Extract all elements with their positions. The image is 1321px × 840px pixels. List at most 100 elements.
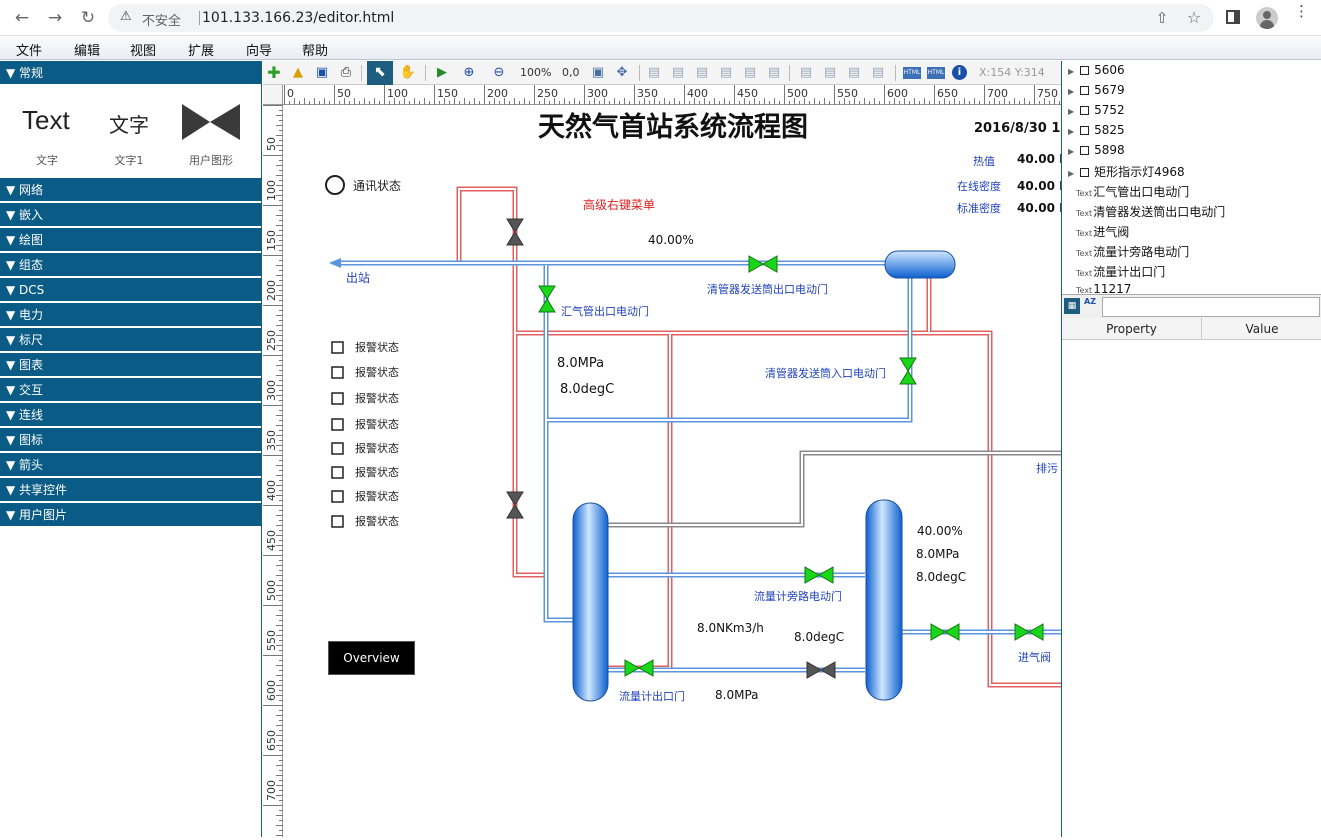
alarm-checkbox[interactable]	[331, 341, 344, 354]
export-html-icon[interactable]: HTML	[903, 67, 921, 79]
tree-item-label: 清管器发送筒出口电动门	[1093, 205, 1226, 219]
tree-item[interactable]: ▶5752	[1068, 103, 1125, 117]
alarm-checkbox[interactable]	[331, 366, 344, 379]
visibility-checkbox[interactable]	[1080, 66, 1090, 75]
sidebar-section[interactable]: ▼ 嵌入	[0, 203, 261, 227]
tree-item[interactable]: Text流量计旁路电动门	[1068, 243, 1189, 260]
text1-tool-glyph[interactable]: 文字	[109, 113, 149, 137]
tree-item[interactable]: ▶5825	[1068, 123, 1125, 137]
sidebar-section[interactable]: ▼ 图表	[0, 353, 261, 377]
fullscreen-icon[interactable]: ✥	[616, 65, 628, 80]
zoom-out-icon[interactable]: ⊖	[493, 65, 505, 80]
print-icon[interactable]: ⎙	[340, 65, 352, 80]
sidebar-section[interactable]: ▼ DCS	[0, 278, 261, 302]
side-panel-icon[interactable]	[1226, 10, 1240, 24]
preview-html-icon[interactable]: HTML	[927, 67, 945, 79]
tree-item[interactable]: Text汇气管出口电动门	[1068, 183, 1189, 200]
ruler-label: 550	[837, 87, 858, 100]
share-icon[interactable]: ⇧	[1155, 9, 1169, 27]
diagram-canvas[interactable]: 天然气首站系统流程图 2016/8/30 19 通讯状态 高级右键菜单 出站 4…	[283, 105, 1061, 837]
alarm-checkbox[interactable]	[331, 515, 344, 528]
sidebar-section[interactable]: ▼ 共享控件	[0, 478, 261, 502]
reload-icon[interactable]: ↻	[80, 8, 96, 28]
visibility-checkbox[interactable]	[1080, 168, 1090, 177]
star-icon[interactable]: ☆	[1186, 8, 1202, 27]
sidebar-section[interactable]: ▼ 连线	[0, 403, 261, 427]
sidebar-section[interactable]: ▼ 组态	[0, 253, 261, 277]
tree-item[interactable]: ▶5606	[1068, 63, 1125, 77]
user-shape-icon[interactable]	[182, 104, 240, 140]
tree-item[interactable]: ▶矩形指示灯4968	[1068, 163, 1185, 180]
alarm-checkbox[interactable]	[331, 490, 344, 503]
url-text[interactable]: 101.133.166.23/editor.html	[202, 10, 395, 26]
tree-item[interactable]: Text清管器发送筒出口电动门	[1068, 203, 1225, 220]
temp-left: 8.0degC	[560, 382, 615, 397]
align-center-icon[interactable]: ▤	[671, 65, 685, 80]
menu-extend[interactable]: 扩展	[188, 44, 215, 59]
open-icon[interactable]: ▲	[293, 65, 303, 80]
fit-icon[interactable]: ▣	[591, 65, 605, 80]
forward-icon[interactable]: →	[47, 8, 63, 28]
tree-item[interactable]: ▶5898	[1068, 143, 1125, 157]
warning-icon[interactable]: ⚠	[120, 9, 132, 24]
alarm-checkbox[interactable]	[331, 466, 344, 479]
sidebar-section[interactable]: ▼ 电力	[0, 303, 261, 327]
expand-icon[interactable]: ▶	[1068, 147, 1075, 156]
profile-icon[interactable]	[1256, 7, 1278, 29]
add-icon[interactable]: ✚	[267, 63, 281, 82]
info-icon[interactable]: i	[952, 65, 967, 80]
section-general[interactable]: ▼ 常规	[0, 61, 261, 85]
align-left-icon[interactable]: ▤	[647, 65, 661, 80]
zoom-in-icon[interactable]: ⊕	[463, 65, 475, 80]
tree-item[interactable]: ▶5679	[1068, 83, 1125, 97]
same-height-icon[interactable]: ▤	[871, 65, 885, 80]
expand-icon[interactable]: ▶	[1068, 67, 1075, 76]
same-width-icon[interactable]: ▤	[847, 65, 861, 80]
sidebar-section[interactable]: ▼ 网络	[0, 178, 261, 202]
align-bottom-icon[interactable]: ▤	[767, 65, 781, 80]
expand-icon[interactable]: ▶	[1068, 87, 1075, 96]
overview-button[interactable]: Overview	[328, 641, 415, 675]
expand-icon[interactable]: ▶	[1068, 127, 1075, 136]
sidebar-section[interactable]: ▼ 绘图	[0, 228, 261, 252]
alarm-checkbox[interactable]	[331, 442, 344, 455]
menu-help[interactable]: 帮助	[302, 44, 329, 59]
expand-icon[interactable]: ▶	[1068, 169, 1075, 178]
tree-item[interactable]: Text流量计出口门	[1068, 263, 1165, 280]
visibility-checkbox[interactable]	[1080, 146, 1090, 155]
sort-az-icon[interactable]: AZ	[1084, 297, 1096, 306]
text-tool-glyph[interactable]: Text	[22, 105, 70, 135]
visibility-checkbox[interactable]	[1080, 86, 1090, 95]
alarm-checkbox[interactable]	[331, 392, 344, 405]
menu-view[interactable]: 视图	[130, 44, 157, 59]
run-icon[interactable]: ▶	[437, 65, 447, 80]
sidebar-section[interactable]: ▼ 箭头	[0, 453, 261, 477]
tree-item[interactable]: Text11217	[1068, 282, 1131, 294]
pan-icon[interactable]: ✋	[399, 65, 417, 80]
sidebar-section[interactable]: ▼ 标尺	[0, 328, 261, 352]
sidebar-section[interactable]: ▼ 图标	[0, 428, 261, 452]
distribute-v-icon[interactable]: ▤	[823, 65, 837, 80]
menu-wizard[interactable]: 向导	[246, 44, 273, 59]
align-middle-icon[interactable]: ▤	[743, 65, 757, 80]
visibility-checkbox[interactable]	[1080, 126, 1090, 135]
save-icon[interactable]: ▣	[315, 65, 329, 80]
menu-edit[interactable]: 编辑	[74, 44, 101, 59]
menu-file[interactable]: 文件	[16, 44, 43, 59]
distribute-h-icon[interactable]: ▤	[799, 65, 813, 80]
align-top-icon[interactable]: ▤	[719, 65, 733, 80]
visibility-checkbox[interactable]	[1080, 106, 1090, 115]
back-icon[interactable]: ←	[14, 8, 30, 28]
section-label: DCS	[19, 283, 45, 297]
sidebar-section[interactable]: ▼ 交互	[0, 378, 261, 402]
alarm-checkbox[interactable]	[331, 418, 344, 431]
select-tool[interactable]: ⬉	[367, 61, 393, 85]
more-menu-icon[interactable]: ⋮	[1294, 2, 1309, 20]
sidebar-section[interactable]: ▼ 用户图片	[0, 503, 261, 527]
expand-icon[interactable]: ▶	[1068, 107, 1075, 116]
tree-item[interactable]: Text进气阀	[1068, 223, 1129, 240]
categorized-icon[interactable]: ▦	[1064, 298, 1080, 314]
address-bar[interactable]: ⚠ 不安全 101.133.166.23/editor.html ⇧ ☆	[108, 4, 1214, 32]
align-right-icon[interactable]: ▤	[695, 65, 709, 80]
property-search-input[interactable]	[1102, 297, 1320, 317]
